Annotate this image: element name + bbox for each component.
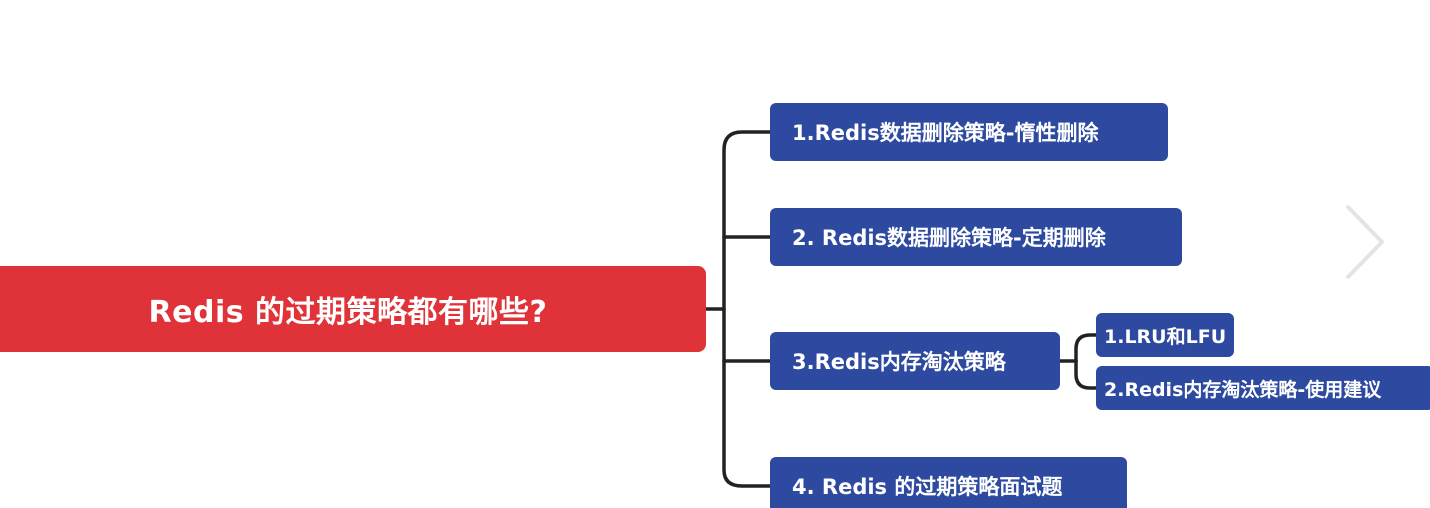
connector-sub-2 — [1074, 359, 1098, 390]
branch-topic-label: 4. Redis 的过期策略面试题 — [792, 475, 1063, 499]
branch-topic-label: 2. Redis数据删除策略-定期删除 — [792, 226, 1106, 250]
root-topic[interactable]: Redis 的过期策略都有哪些? — [0, 266, 706, 352]
subtopic-label: 2.Redis内存淘汰策略-使用建议 — [1104, 378, 1382, 401]
subtopic-3-2[interactable]: 2.Redis内存淘汰策略-使用建议 — [1096, 366, 1430, 410]
branch-topic-4[interactable]: 4. Redis 的过期策略面试题 — [770, 457, 1127, 508]
branch-topic-3[interactable]: 3.Redis内存淘汰策略 — [770, 332, 1060, 390]
branch-topic-1[interactable]: 1.Redis数据删除策略-惰性删除 — [770, 103, 1168, 161]
chevron-right-icon[interactable] — [1340, 203, 1390, 281]
branch-topic-label: 1.Redis数据删除策略-惰性删除 — [792, 121, 1099, 145]
branch-topic-label: 3.Redis内存淘汰策略 — [792, 350, 1006, 374]
branch-topic-2[interactable]: 2. Redis数据删除策略-定期删除 — [770, 208, 1182, 266]
subtopic-label: 1.LRU和LFU — [1104, 325, 1227, 348]
connector-sub-1 — [1074, 333, 1098, 363]
connector-trunk — [722, 130, 772, 488]
subtopic-3-1[interactable]: 1.LRU和LFU — [1096, 313, 1234, 357]
root-topic-label: Redis 的过期策略都有哪些? — [148, 295, 548, 330]
